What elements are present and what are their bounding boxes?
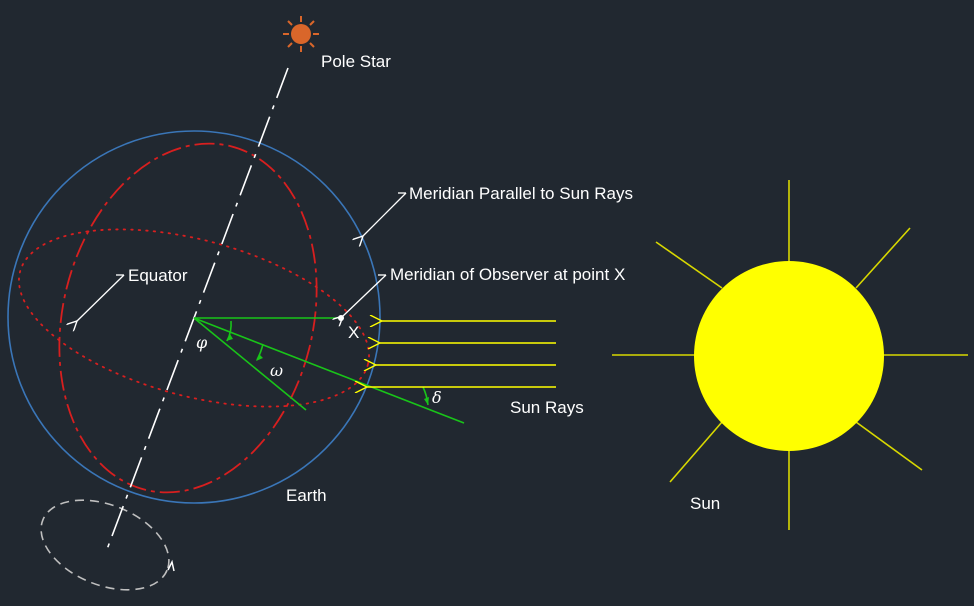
delta-label: δ	[432, 388, 442, 407]
meridian-observer-leader	[343, 274, 387, 316]
meridian-observer-label: Meridian of Observer at point X	[390, 265, 625, 284]
phi-label: φ	[196, 333, 208, 352]
meridian-parallel-leader	[363, 192, 407, 236]
omega-label: ω	[270, 361, 283, 380]
pole-star-label: Pole Star	[321, 52, 391, 71]
orbit-path	[40, 499, 170, 591]
meridian-parallel-label: Meridian Parallel to Sun Rays	[409, 184, 633, 203]
earth-label: Earth	[286, 486, 327, 505]
equator-leader	[77, 274, 125, 321]
earth-axis	[105, 67, 289, 553]
meridian-parallel-to-sun-rays	[58, 142, 318, 494]
point-x-label: X	[348, 323, 359, 342]
sun-rays-label: Sun Rays	[510, 398, 584, 417]
equator-label: Equator	[128, 266, 188, 285]
angle-lines	[193, 317, 465, 424]
sun-icon	[612, 180, 968, 530]
incoming-sun-rays	[367, 321, 556, 387]
pole-star-icon	[283, 16, 319, 52]
angle-tick-marks	[226, 334, 429, 405]
orbit-arrow-icon	[167, 559, 175, 572]
sun-label: Sun	[690, 494, 720, 513]
